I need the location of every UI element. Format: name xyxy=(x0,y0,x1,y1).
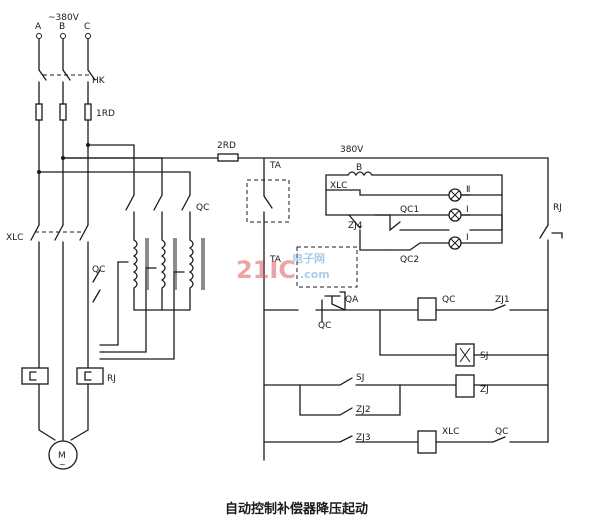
qc-coil-label: QC xyxy=(442,295,455,305)
motor-sub-label: ~ xyxy=(59,460,66,469)
fuse-2rd xyxy=(217,153,239,162)
terminal-b xyxy=(60,33,66,39)
ta-box xyxy=(246,179,290,223)
zj-coil xyxy=(455,374,475,398)
xlc-main-label: XLC xyxy=(6,233,23,243)
phase-a-label: A xyxy=(35,22,42,32)
ta-label: TA xyxy=(269,161,282,171)
fuse-2rd-label: 2RD xyxy=(217,141,236,151)
ta-lower-box xyxy=(296,246,358,288)
qc-upper-contacts xyxy=(125,194,191,211)
qc-nc-label: QC xyxy=(495,427,508,437)
zj-coil-label: ZJ xyxy=(480,385,489,395)
control-transformer xyxy=(347,171,373,177)
qc-hold-label: QC xyxy=(318,321,331,331)
terminal-a xyxy=(36,33,42,39)
autotransformer-winding-2 xyxy=(160,239,166,311)
qa-label: QA xyxy=(345,295,359,305)
rj-right-label: RJ xyxy=(553,203,562,213)
fuse-1rd-a xyxy=(35,103,43,121)
zj1-label: ZJ1 xyxy=(495,295,510,305)
phase-b-label: B xyxy=(59,22,65,32)
lamp-0-label: I xyxy=(466,233,469,243)
thermal-relay-c xyxy=(76,367,104,385)
watermark-url: .com xyxy=(300,268,330,281)
autotransformer-winding-1 xyxy=(132,239,138,311)
qc-lower-contacts xyxy=(92,269,101,303)
sj-coil-label: SJ xyxy=(480,351,488,361)
control-circuit xyxy=(62,153,563,461)
watermark-cn: 电子网 xyxy=(292,251,325,265)
power-circuit xyxy=(21,33,205,470)
qc-main-label: QC xyxy=(196,203,209,213)
terminal-c xyxy=(85,33,91,39)
ta-lower-label: TA xyxy=(269,255,282,265)
qc2-label: QC2 xyxy=(400,255,419,265)
qc1-label: QC1 xyxy=(400,205,419,215)
qa-button xyxy=(324,295,346,311)
hk-label: HK xyxy=(92,76,106,86)
watermark-main: 21IC xyxy=(236,256,296,284)
autotransformer-winding-3 xyxy=(188,239,194,311)
supply-voltage-label: ~380V xyxy=(48,13,80,23)
thermal-relay-a xyxy=(21,367,49,385)
xlc-coil-label: XLC xyxy=(442,427,459,437)
fuse-1rd-c xyxy=(84,103,92,121)
zj4-label: ZJ4 xyxy=(348,221,363,231)
rj-nc-contact xyxy=(539,224,549,443)
xlc-lamp-label: XLC xyxy=(330,181,347,191)
lamp-1-label: Ⅰ xyxy=(466,205,469,215)
rj-left-label: RJ xyxy=(107,374,116,384)
control-voltage-label: 380V xyxy=(340,145,364,155)
watermark: 21IC 电子网 .com xyxy=(236,251,330,284)
lamp-2-label: Ⅱ xyxy=(466,185,470,195)
qc-coil xyxy=(417,297,437,321)
qc-lower-label: QC xyxy=(92,265,105,275)
phase-c-label: C xyxy=(84,22,90,32)
diagram-caption: 自动控制补偿器降压起动 xyxy=(225,501,368,517)
fuse-1rd-label: 1RD xyxy=(96,109,115,119)
sj-contact-label: SJ xyxy=(356,373,364,383)
fuse-1rd-b xyxy=(59,103,67,121)
zj3-label: ZJ3 xyxy=(356,433,371,443)
motor-label: M xyxy=(58,451,66,461)
transformer-b-label: B xyxy=(356,163,362,173)
xlc-coil xyxy=(417,430,437,454)
motor xyxy=(48,440,78,470)
zj2-label: ZJ2 xyxy=(356,405,371,415)
